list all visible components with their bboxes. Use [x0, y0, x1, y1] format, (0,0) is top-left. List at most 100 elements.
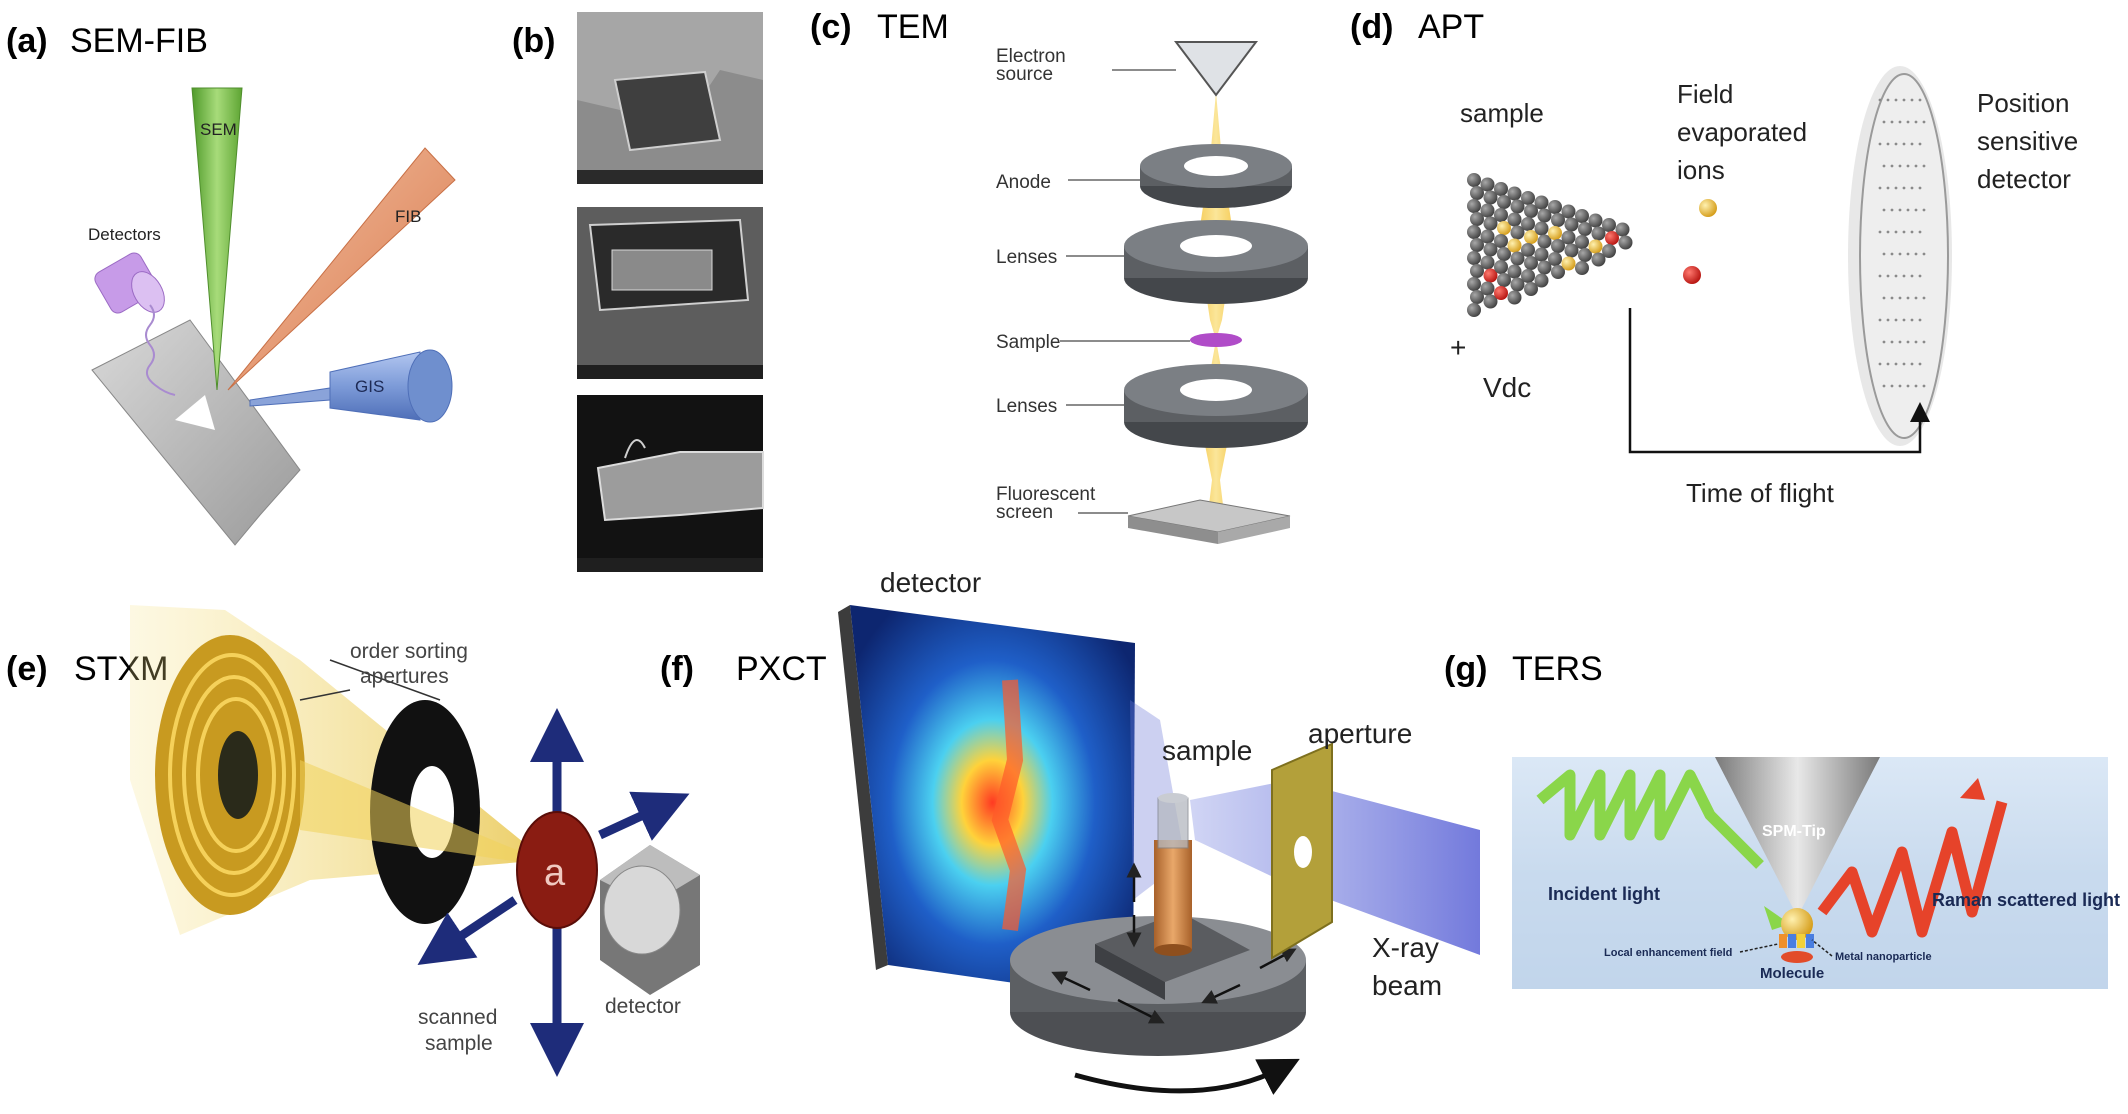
apt-field-label-2: evaporated — [1677, 117, 1807, 147]
pxct-detector — [838, 605, 1135, 1000]
apt-plus-label: + — [1450, 332, 1466, 363]
tem-anode-label: Anode — [996, 172, 1051, 193]
molecule — [1779, 934, 1814, 948]
enhancement-field-spot — [1781, 951, 1813, 963]
panel-g-title: TERS — [1512, 650, 1603, 688]
osa-label-1: order sorting — [350, 640, 468, 663]
apt-sample-atoms — [1467, 173, 1633, 317]
panel-e: (e) STXM order sorting apertures — [6, 605, 700, 1077]
panel-d-letter: (d) — [1350, 8, 1393, 46]
osa-leader — [329, 659, 441, 701]
raman-label: Raman scattered light — [1932, 890, 2120, 910]
local-field-label: Local enhancement field — [1604, 947, 1732, 959]
micrograph-1 — [577, 12, 763, 184]
molecule-label: Molecule — [1760, 965, 1824, 982]
position-sensitive-detector — [1848, 66, 1952, 446]
panel-c-letter: (c) — [810, 8, 852, 46]
detectors-label: Detectors — [88, 225, 161, 244]
metal-nanoparticle — [1781, 908, 1813, 940]
raman-arrowhead — [1960, 778, 1985, 800]
panel-g-letter: (g) — [1444, 650, 1487, 688]
gis-nozzle — [249, 349, 453, 423]
fluorescent-screen — [1127, 499, 1291, 544]
micrograph-3 — [577, 395, 764, 572]
apt-field-label-3: ions — [1677, 155, 1725, 185]
tem-source-label-2: source — [996, 64, 1053, 85]
panel-f-letter: (f) — [660, 650, 694, 688]
time-of-flight-arrow — [1628, 308, 1930, 454]
sem-label: SEM — [200, 120, 237, 139]
anode-ring — [1140, 144, 1292, 208]
sem-stage-notch — [175, 395, 215, 430]
tem-lenses-lower-label: Lenses — [996, 396, 1057, 417]
apt-field-label-1: Field — [1677, 79, 1733, 109]
apt-tof-label: Time of flight — [1686, 478, 1835, 508]
panel-a-title: SEM-FIB — [70, 22, 208, 60]
signal-squiggle — [145, 304, 176, 396]
raman-light-wave — [1817, 800, 2008, 938]
pxct-sample-label: sample — [1162, 735, 1252, 766]
pxct-xray-label-2: beam — [1372, 970, 1442, 1001]
tem-sample-disc — [1190, 333, 1242, 347]
apt-psd-label-2: sensitive — [1977, 126, 2078, 156]
incident-light-label: Incident light — [1548, 884, 1660, 904]
scanned-label-2: sample — [425, 1032, 493, 1055]
sample-letter-a: a — [544, 852, 566, 894]
xray-beam — [1190, 780, 1480, 955]
panel-c-title: TEM — [877, 8, 949, 46]
evaporated-ion-red — [1683, 266, 1701, 284]
panel-a-letter: (a) — [6, 22, 48, 60]
panel-d: (d) APT sample Field evaporated ions Pos… — [1350, 8, 2078, 508]
apt-sample-label: sample — [1460, 98, 1544, 128]
fib-beam — [227, 147, 456, 391]
panel-f: (f) PXCT detector — [660, 567, 1480, 1095]
detector-purple — [94, 252, 165, 314]
pxct-aperture — [1271, 742, 1333, 960]
electron-source-icon — [1173, 41, 1259, 97]
apt-vdc-label: Vdc — [1483, 372, 1531, 403]
scanned-label-1: scanned — [418, 1006, 497, 1029]
tem-screen-label-1: Fluorescent — [996, 484, 1096, 505]
spm-tip-label: SPM-Tip — [1762, 823, 1826, 840]
tem-lenses-upper-label: Lenses — [996, 247, 1057, 268]
panel-a: (a) SEM-FIB SEM FIB Detectors GIS — [6, 22, 456, 546]
zone-plate — [155, 635, 305, 915]
pxct-aperture-label: aperture — [1308, 718, 1412, 749]
local-field-leader — [1739, 943, 1779, 953]
zp-leader — [299, 689, 351, 701]
panel-g: (g) TERS SPM-Tip Incident light Raman sc… — [1444, 650, 2120, 989]
tem-source-label-1: Electron — [996, 46, 1066, 67]
sem-stage — [91, 319, 301, 546]
stxm-detector-label: detector — [605, 995, 681, 1018]
stxm-detector — [600, 845, 700, 995]
gis-label: GIS — [355, 377, 384, 396]
osa-label-2: apertures — [360, 665, 449, 688]
micrograph-2 — [577, 207, 763, 379]
apt-psd-label-3: detector — [1977, 164, 2071, 194]
pxct-sample-pillar — [1154, 793, 1192, 956]
spm-tip — [1715, 757, 1880, 912]
tem-sample-label: Sample — [996, 332, 1060, 353]
stxm-scan-arrows — [417, 708, 690, 1077]
panel-b: (b) — [512, 12, 764, 572]
evaporated-ion-gold — [1699, 199, 1717, 217]
panel-b-letter: (b) — [512, 22, 555, 60]
pxct-detector-label: detector — [880, 567, 981, 598]
tem-screen-label-2: screen — [996, 502, 1053, 523]
panel-d-title: APT — [1418, 8, 1484, 46]
apt-psd-label-1: Position — [1977, 88, 2070, 118]
incident-light-wave — [1536, 769, 1764, 869]
sem-beam — [191, 87, 243, 391]
stage-motion-arrows — [1051, 862, 1297, 1024]
nanoparticle-label: Metal nanoparticle — [1835, 951, 1932, 963]
panel-e-letter: (e) — [6, 650, 48, 688]
panel-f-title: PXCT — [736, 650, 827, 688]
nanoparticle-leader — [1811, 939, 1833, 957]
upper-lens — [1124, 220, 1308, 304]
tem-leader-lines — [1060, 69, 1190, 514]
fib-label: FIB — [395, 207, 421, 226]
pxct-xray-label-1: X-ray — [1372, 932, 1439, 963]
panel-c: (c) TEM — [810, 8, 1308, 544]
rotation-arrow — [1074, 1058, 1300, 1095]
